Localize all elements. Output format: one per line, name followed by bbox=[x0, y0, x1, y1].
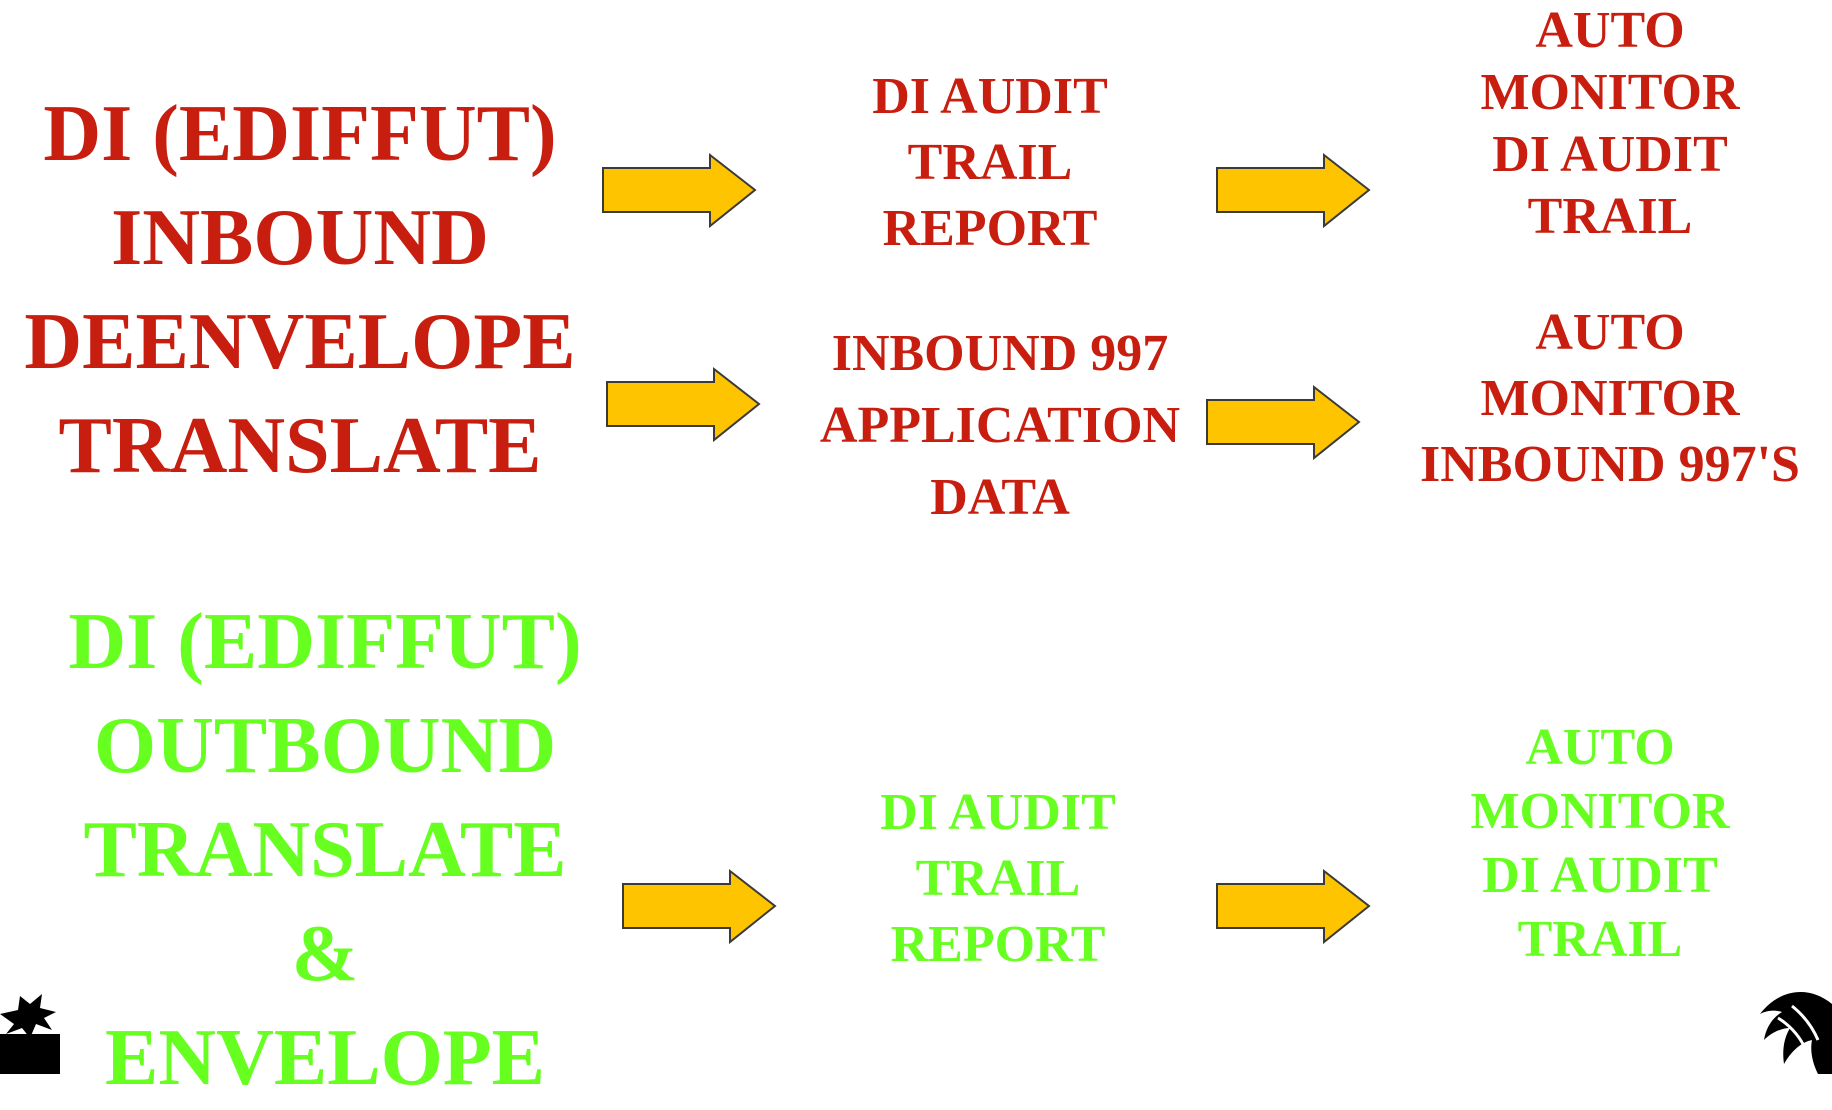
inbound-row1-mid-label: DI AUDIT TRAIL REPORT bbox=[872, 68, 1108, 257]
palm-leaf-icon bbox=[0, 994, 60, 1074]
arrow-inbound-row2-b bbox=[1206, 384, 1361, 461]
inbound-row1-end-label: AUTO MONITOR DI AUDIT TRAIL bbox=[1480, 2, 1740, 245]
inbound-row2-end-label: AUTO MONITOR INBOUND 997'S bbox=[1420, 304, 1800, 493]
arrow-inbound-row1-a bbox=[602, 152, 757, 229]
outbound-end-label: AUTO MONITOR DI AUDIT TRAIL bbox=[1470, 719, 1730, 968]
outbound-source-label: DI (EDIFFUT) OUTBOUND TRANSLATE & ENVELO… bbox=[68, 598, 582, 1102]
arrow-inbound-row1-b bbox=[1216, 152, 1371, 229]
arrow-inbound-row2-a bbox=[606, 366, 761, 443]
arrow-outbound-b bbox=[1216, 868, 1371, 945]
inbound-row2-mid-label: INBOUND 997 APPLICATION DATA bbox=[819, 325, 1181, 526]
arrow-outbound-a bbox=[622, 868, 777, 945]
palm-leaf-icon bbox=[1760, 991, 1832, 1074]
inbound-source-label: DI (EDIFFUT) INBOUND DEENVELOPE TRANSLAT… bbox=[24, 90, 576, 490]
outbound-mid-label: DI AUDIT TRAIL REPORT bbox=[880, 784, 1116, 973]
